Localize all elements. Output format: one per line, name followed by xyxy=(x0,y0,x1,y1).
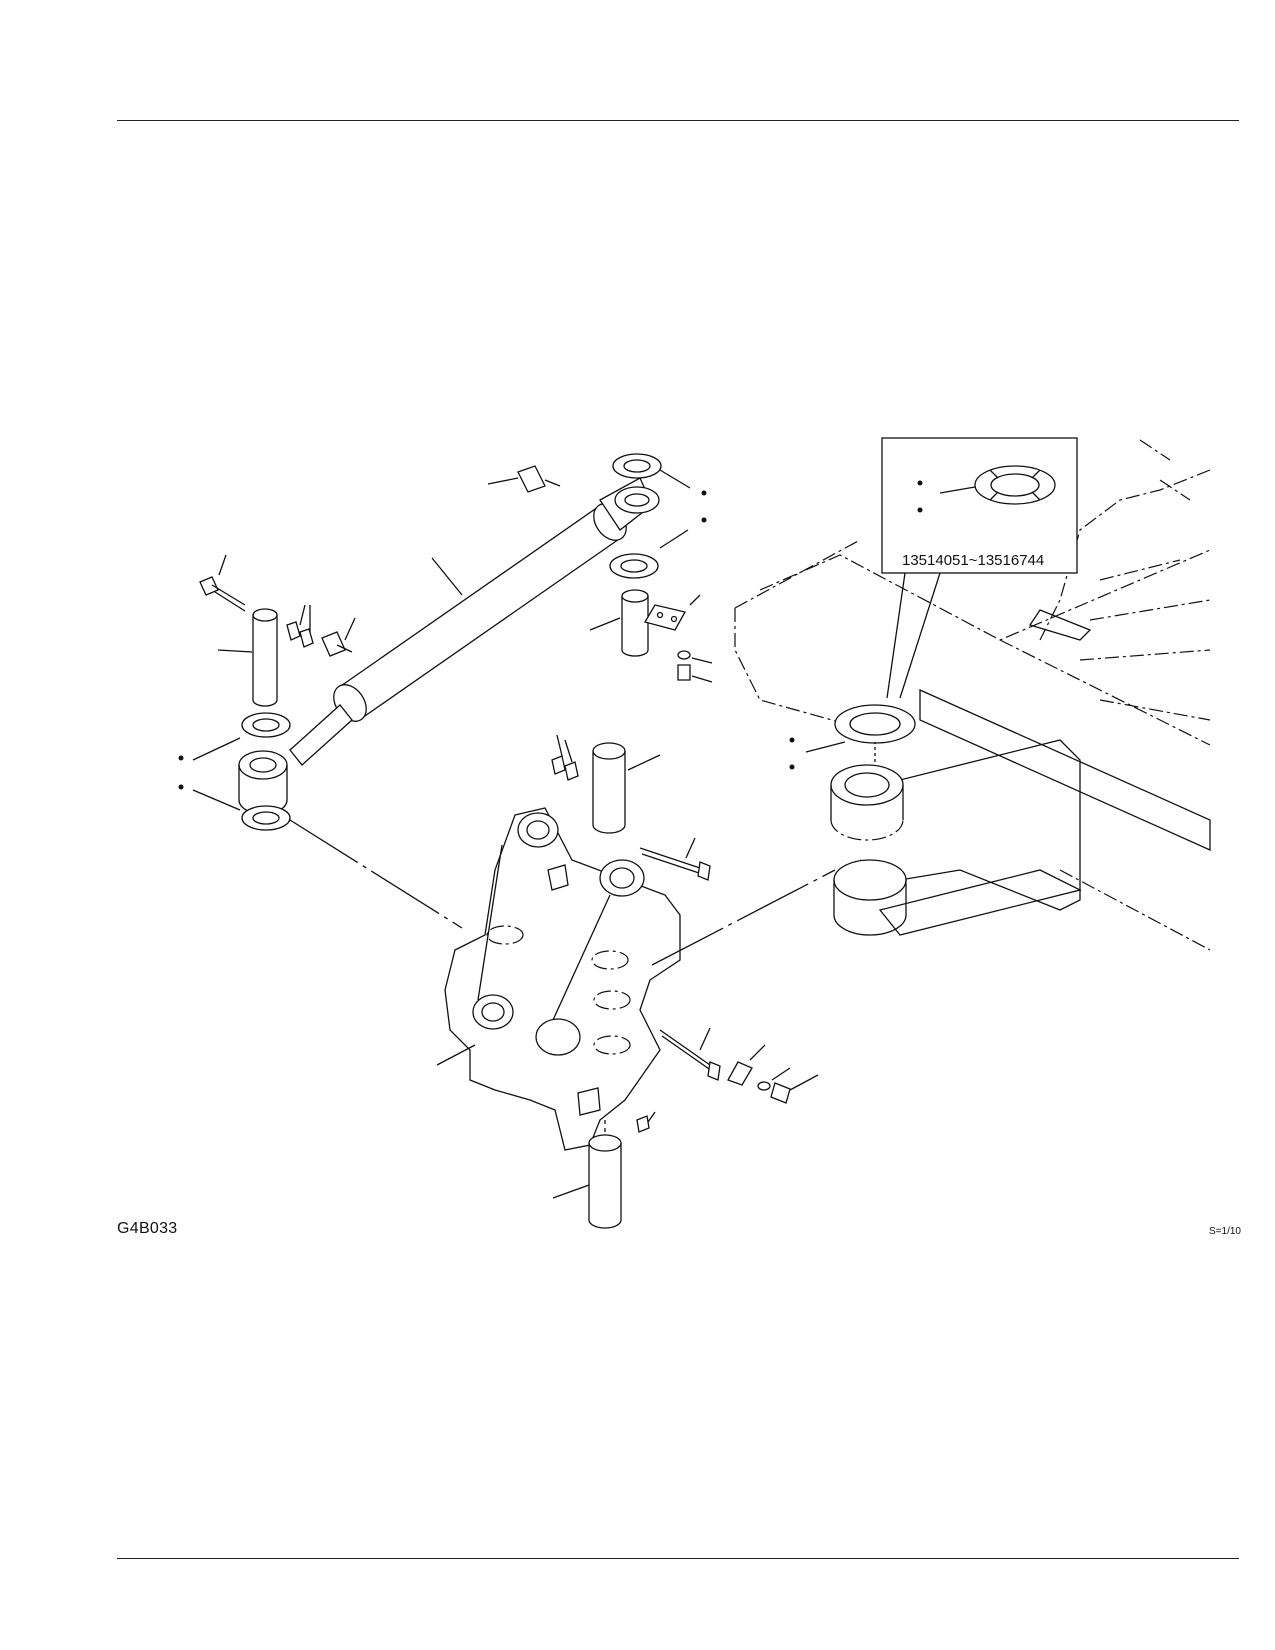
frame-bosses xyxy=(830,764,907,936)
rod-end-eye xyxy=(238,750,288,815)
header-rule xyxy=(117,120,1239,121)
head-end-washers xyxy=(609,453,707,579)
center-pin-lower xyxy=(436,1044,656,1229)
diagram-code: G4B033 xyxy=(117,1220,178,1237)
cylinder-leader xyxy=(431,557,463,596)
upper-left-hardware xyxy=(199,554,356,707)
lower-right-hardware xyxy=(659,1027,819,1104)
bracket-to-frame-line xyxy=(651,869,836,966)
inset-serial-range: 13514051~13516744 xyxy=(902,552,1044,569)
frame-washer xyxy=(789,704,916,770)
head-end-pin xyxy=(589,589,649,657)
center-bolt-upper xyxy=(639,837,711,881)
grease-fitting-top xyxy=(487,465,561,493)
rod-end-washers xyxy=(178,712,291,831)
center-pin-upper xyxy=(551,734,661,834)
rear-frame xyxy=(734,439,1211,951)
rod-to-bracket-line xyxy=(289,819,463,929)
diagram-scale: S=1/10 xyxy=(1209,1226,1241,1237)
lock-plate-upper xyxy=(644,594,713,683)
footer-rule xyxy=(117,1558,1239,1559)
inset-detail-box: 13514051~13516744 xyxy=(881,437,1078,699)
steering-cylinder xyxy=(289,477,653,766)
articulation-bracket xyxy=(444,807,681,1151)
